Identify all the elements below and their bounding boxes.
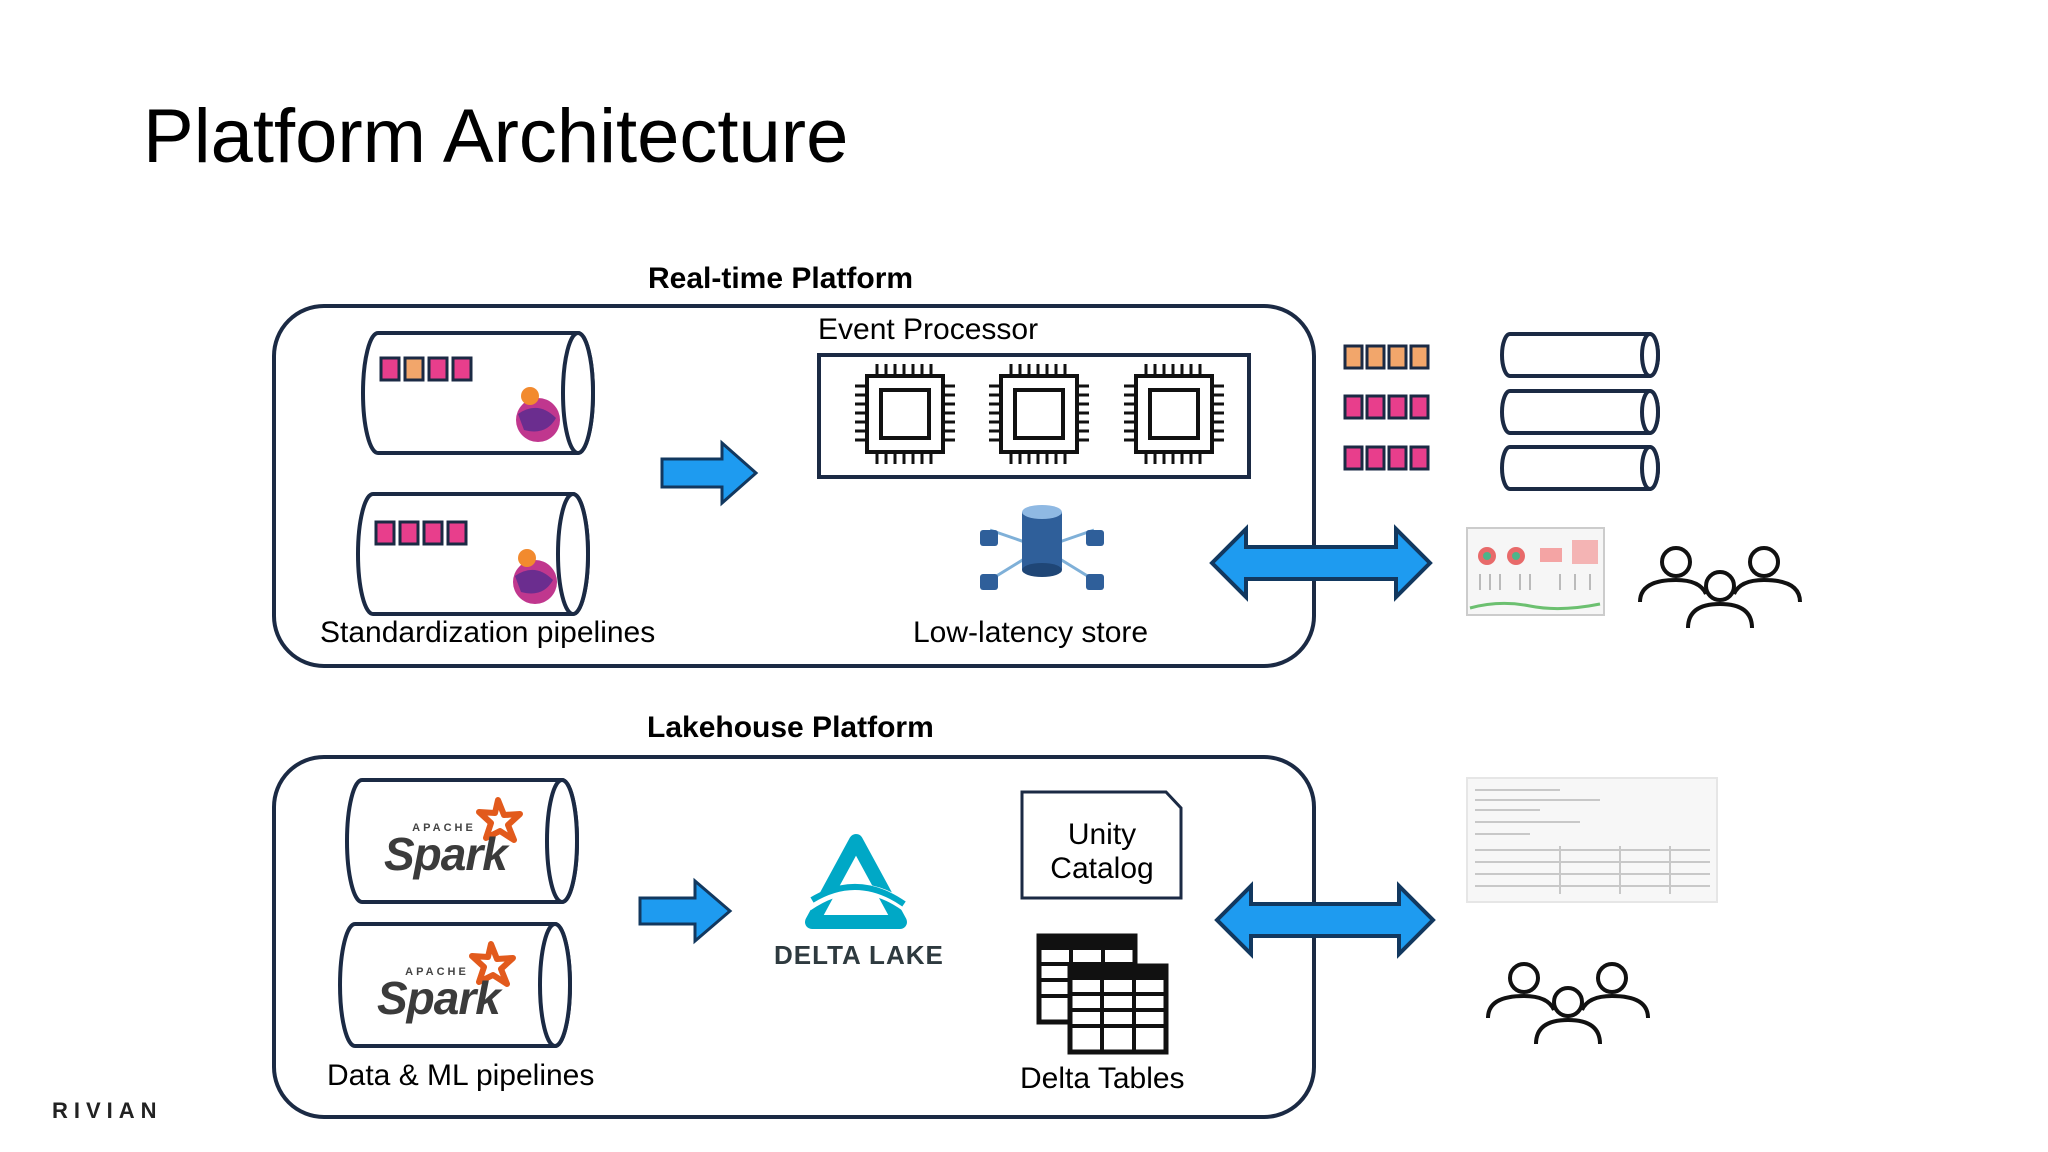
delta-lake-logo-icon: [805, 834, 914, 929]
event-processor-label: Event Processor: [818, 313, 1039, 346]
realtime-platform-frame: [272, 304, 1316, 668]
dashboard-thumbnail: [1466, 527, 1605, 616]
realtime-platform-title: Real-time Platform: [648, 262, 914, 295]
chip-icon: [853, 362, 957, 466]
spark-logo-text: APACHE Spark: [377, 966, 501, 1024]
spark-logo-icon: [476, 797, 523, 843]
kafka-topic-cylinder: [356, 492, 590, 616]
spark-logo-text: APACHE Spark: [384, 822, 508, 880]
kafka-logo-icon: [516, 387, 560, 442]
slide-title: Platform Architecture: [143, 94, 849, 179]
users-icon: [1638, 546, 1802, 630]
standardization-pipelines-label: Standardization pipelines: [320, 616, 656, 649]
lakehouse-platform-title: Lakehouse Platform: [647, 711, 934, 744]
unity-catalog-line1: Unity: [1067, 818, 1137, 851]
kafka-topic-cylinder: [361, 331, 595, 455]
data-ml-pipelines-label: Data & ML pipelines: [327, 1059, 595, 1092]
flow-arrow: [660, 439, 759, 507]
output-topic-cylinders: [1500, 332, 1660, 491]
chip-icon: [987, 362, 1091, 466]
low-latency-store-label: Low-latency store: [913, 616, 1149, 649]
table-icon: [1036, 933, 1169, 1055]
notebook-thumbnail: [1466, 777, 1718, 903]
spark-pipeline-cylinder: [338, 922, 572, 1048]
delta-tables-label: Delta Tables: [1020, 1062, 1185, 1095]
flow-arrow: [638, 877, 733, 945]
chip-icon: [1122, 362, 1226, 466]
bidirectional-arrow: [1214, 881, 1436, 959]
output-message-queues: [1343, 344, 1430, 471]
bidirectional-arrow: [1209, 524, 1433, 602]
database-icon: [980, 505, 1104, 590]
spark-logo-icon: [469, 941, 516, 987]
delta-lake-label: DELTA LAKE: [774, 940, 944, 970]
spark-pipeline-cylinder: [345, 778, 579, 904]
kafka-logo-icon: [513, 549, 557, 604]
unity-catalog-line2: Catalog: [1050, 852, 1154, 885]
users-icon: [1486, 962, 1650, 1046]
brand-logo: RIVIAN: [52, 1098, 163, 1123]
document-icon: [1020, 790, 1183, 900]
